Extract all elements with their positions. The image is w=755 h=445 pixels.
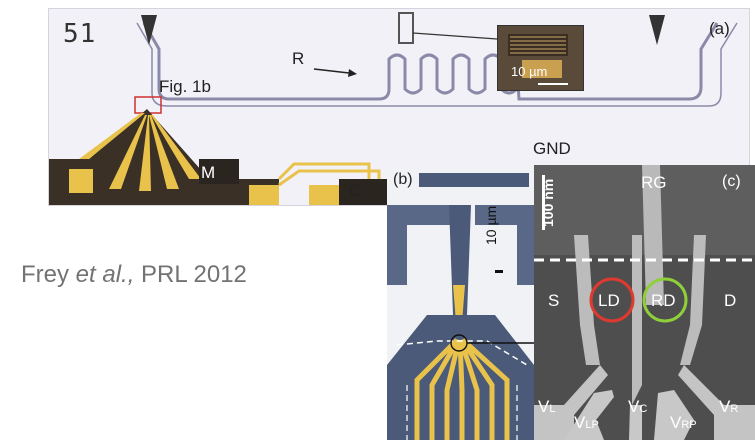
vl-label: VL [538, 397, 555, 417]
m-label: M [201, 163, 216, 182]
panel-b-gate-layout: (b) 10 µm [387, 165, 534, 440]
resonator-line [142, 22, 719, 101]
gold-fingers [69, 113, 349, 205]
c-label: C [349, 181, 362, 200]
panel-c-scale-label: 100 nm [540, 178, 556, 227]
inset-micrograph [497, 25, 584, 91]
vr-sub: R [730, 403, 739, 415]
vrp-sub: RP [681, 419, 697, 431]
gnd-label: GND [533, 139, 571, 158]
citation-author: Frey [21, 261, 76, 288]
fig1b-ref: Fig. 1b [159, 77, 211, 96]
panel-a-drawing [49, 12, 738, 205]
source-label: S [548, 291, 560, 310]
inset-pointer [412, 32, 498, 40]
citation: Frey et al., PRL 2012 [21, 261, 247, 289]
vrp-label: VRP [670, 413, 697, 433]
right-bond-tip [649, 15, 665, 45]
vr-label: VR [719, 397, 738, 417]
vlp-v: V [574, 413, 586, 432]
rd-label: RD [651, 291, 676, 310]
m-pad-dark [199, 159, 239, 184]
vc-v: V [628, 397, 640, 416]
inset-drawing [508, 34, 568, 85]
vlp-sub: LP [585, 419, 599, 431]
panel-c-drawing [534, 165, 755, 440]
vl-v: V [538, 397, 550, 416]
panel-c-sem-image: 100 nm (c) RG S D LD RD VL VLP VC VRP VR [534, 165, 755, 440]
top-coupler [398, 12, 414, 44]
r-arrowhead [348, 69, 357, 77]
panel-c-label: (c) [722, 173, 741, 190]
vl-sub: L [549, 403, 556, 415]
left-bond-tip [141, 15, 157, 45]
vc-label: VC [628, 397, 647, 417]
panel-b-scale-label: 10 µm [483, 205, 499, 245]
rg-label: RG [641, 173, 667, 192]
chip-id-label: 51 [63, 19, 97, 49]
ld-label: LD [598, 291, 620, 310]
rd-circle [642, 277, 688, 323]
panel-b-label: (b) [393, 171, 413, 188]
vc-sub: C [639, 403, 648, 415]
drain-label: D [724, 291, 737, 310]
citation-etal: et al., [75, 261, 135, 288]
resonator-r-label: R [292, 49, 305, 68]
ld-circle [589, 277, 635, 323]
c-pad [339, 179, 389, 205]
vr-v: V [719, 397, 731, 416]
r-arrow [313, 68, 350, 74]
vlp-label: VLP [574, 413, 599, 433]
panel-a-label: (a) [709, 19, 730, 38]
inset-scale-label: 10 µm [511, 64, 548, 79]
citation-journal: PRL 2012 [134, 261, 247, 288]
vrp-v: V [670, 413, 682, 432]
panel-b-drawing [387, 173, 534, 440]
